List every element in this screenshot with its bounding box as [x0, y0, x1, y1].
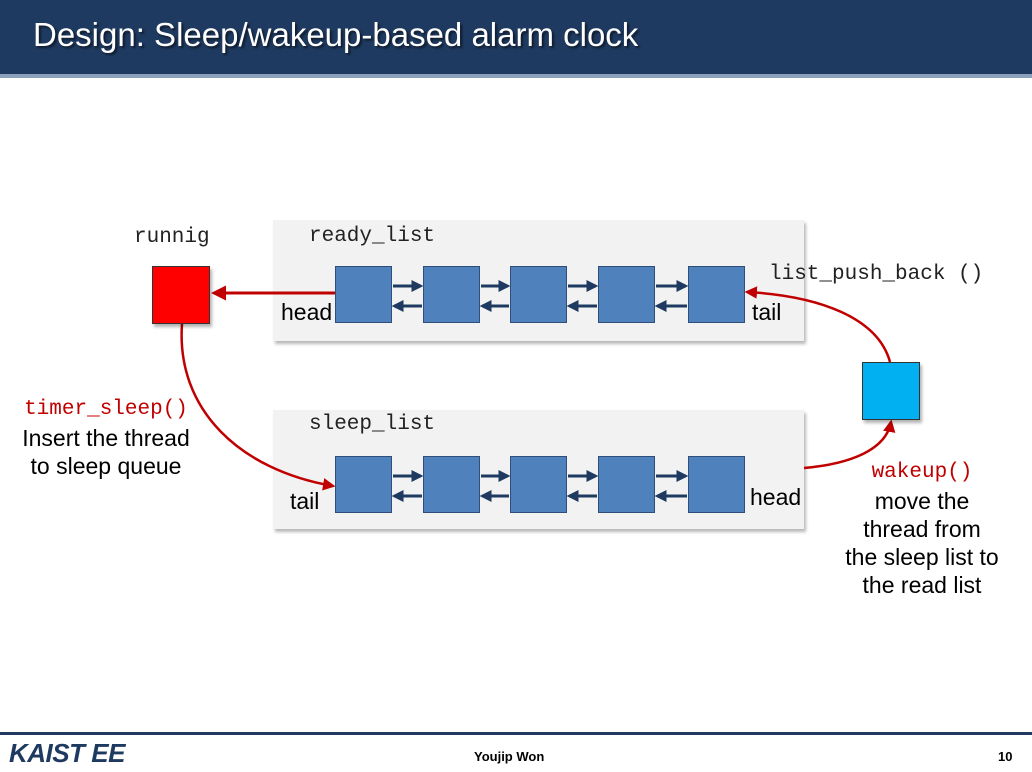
sleep-list-node — [423, 456, 480, 513]
running-thread-box — [152, 266, 210, 324]
sleep-list-node — [598, 456, 655, 513]
sleep-list-node — [335, 456, 392, 513]
wakeup-func: wakeup() — [871, 461, 973, 484]
ready-list-node — [688, 266, 745, 323]
waking-thread-box — [862, 362, 920, 420]
wakeup-arrow — [803, 419, 896, 470]
sleep-head-label: head — [750, 484, 802, 510]
slide-title: Design: Sleep/wakeup-based alarm clock — [33, 16, 639, 53]
footer-logo: KAIST EE — [9, 738, 125, 768]
sleep-tail-label: tail — [290, 488, 320, 514]
ready-list-node — [598, 266, 655, 323]
running-label: runnig — [134, 226, 210, 249]
wakeup-line: the sleep list to — [845, 544, 999, 570]
wakeup-line: the read list — [862, 572, 982, 598]
timer-sleep-line: Insert the thread — [22, 425, 190, 451]
footer-author: Youjip Won — [474, 749, 545, 764]
ready-head-label: head — [281, 299, 333, 325]
ready-list-label: ready_list — [309, 225, 436, 248]
title-bar — [0, 0, 1032, 74]
page-number: 10 — [998, 749, 1013, 764]
timer-sleep-line: to sleep queue — [30, 453, 182, 479]
sleep-list-links — [391, 470, 689, 502]
title-stripe — [0, 74, 1032, 78]
ready-list-node — [335, 266, 392, 323]
sleep-list-label: sleep_list — [309, 413, 436, 436]
push-back-label: list_push_back () — [769, 263, 984, 286]
ready-list-links — [391, 280, 689, 312]
timer-sleep-annotation: timer_sleep() Insert the thread to sleep… — [10, 396, 202, 480]
timer-sleep-arrow — [180, 323, 336, 491]
push-back-arrow — [744, 286, 892, 363]
sleep-list-node — [510, 456, 567, 513]
ready-tail-label: tail — [752, 299, 782, 325]
timer-sleep-func: timer_sleep() — [24, 398, 188, 421]
ready-list-node — [510, 266, 567, 323]
footer-rule — [0, 732, 1032, 735]
wakeup-annotation: wakeup() move the thread from the sleep … — [826, 459, 1018, 599]
wakeup-line: move the — [874, 488, 970, 514]
ready-list-node — [423, 266, 480, 323]
wakeup-line: thread from — [863, 516, 981, 542]
sleep-list-node — [688, 456, 745, 513]
